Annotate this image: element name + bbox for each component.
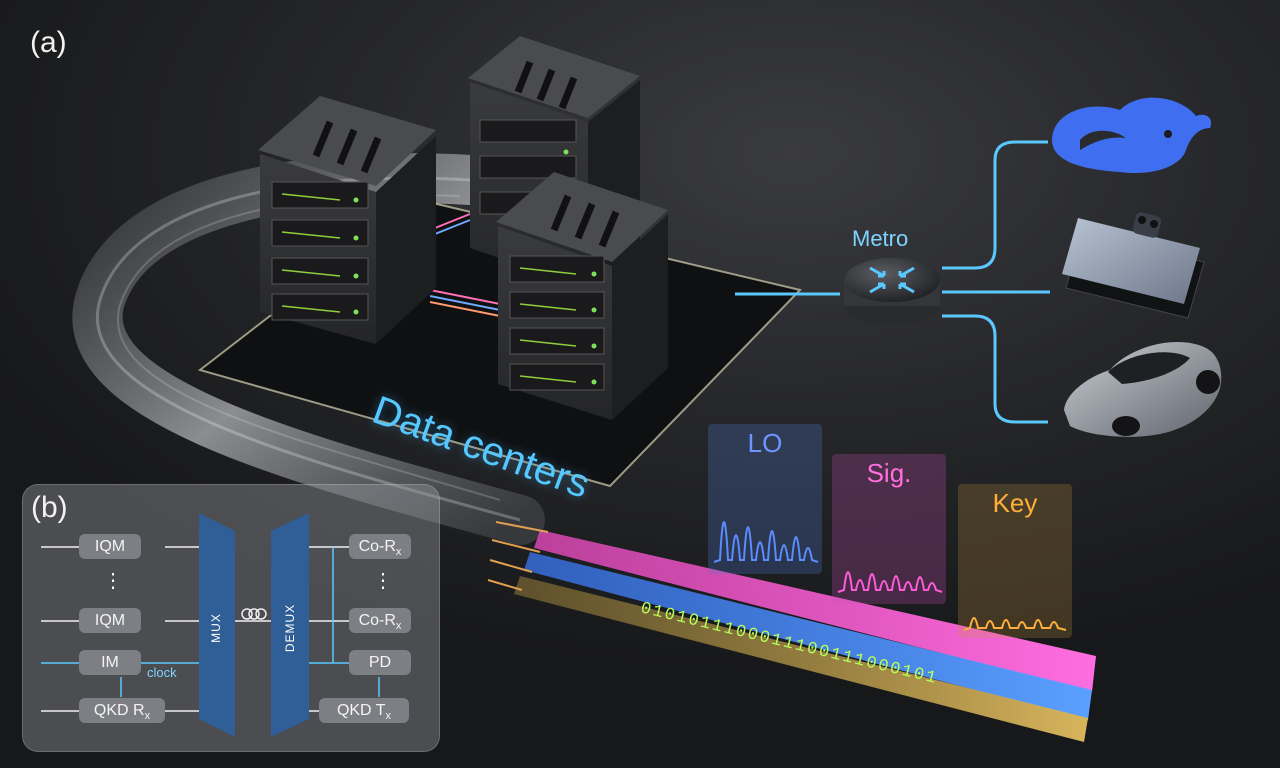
ellipsis-right: ⋮ [373, 570, 393, 592]
key-spectrum-trace [963, 617, 1067, 631]
inset-schematic: (b) [22, 484, 440, 752]
iqm-block-bottom: IQM [79, 608, 141, 633]
qkd-rx-block: QKD Rx [79, 698, 165, 723]
im-block: IM [79, 650, 141, 675]
key-label: Key [992, 488, 1038, 518]
metro-links [735, 140, 1050, 424]
smartphone-icon [1062, 212, 1205, 319]
co-rx-block-top: Co-Rx [349, 534, 411, 559]
clock-label: clock [147, 665, 177, 680]
ellipsis-left: ⋮ [103, 570, 123, 592]
qkd-tx-block: QKD Tx [319, 698, 409, 723]
inset-wiring [41, 513, 380, 737]
lo-spectrum-trace [713, 521, 819, 563]
demux-label: DEMUX [283, 603, 297, 653]
mux-label: MUX [209, 613, 223, 643]
sig-spectrum-card: Sig. [832, 454, 946, 604]
server-rack-icon [258, 96, 436, 344]
router-icon [844, 258, 940, 326]
server-rack-icon [496, 172, 668, 420]
car-icon [1064, 342, 1222, 437]
panel-label-b: (b) [31, 491, 68, 524]
co-rx-block-bottom: Co-Rx [349, 608, 411, 633]
lo-spectrum-card: LO [708, 424, 822, 574]
iqm-block-top: IQM [79, 534, 141, 559]
lo-label: LO [747, 428, 783, 458]
rack-interconnects [429, 213, 501, 317]
panel-label-a: (a) [30, 26, 67, 59]
whale-icon [1052, 97, 1212, 174]
sig-label: Sig. [866, 458, 912, 488]
key-spectrum-card: Key [958, 484, 1072, 638]
pd-block: PD [349, 650, 411, 675]
metro-label: Metro [852, 226, 909, 251]
sig-spectrum-trace [837, 571, 943, 593]
